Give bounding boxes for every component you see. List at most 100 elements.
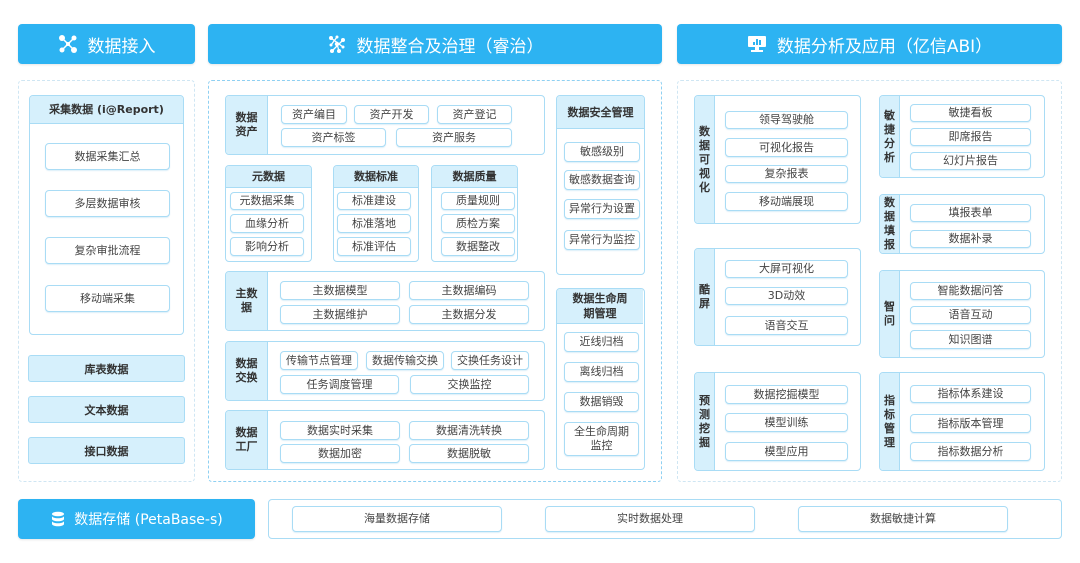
fill-report-group: 数据填报 填报表单数据补录 bbox=[879, 194, 1045, 254]
item-box: 影响分析 bbox=[230, 237, 304, 256]
item-box: 填报表单 bbox=[910, 204, 1031, 222]
group-label-text: 敏捷分析 bbox=[884, 108, 895, 164]
group-label: 数据工厂 bbox=[226, 411, 268, 469]
group-label-text: 酷屏 bbox=[699, 283, 710, 310]
group-label-text: 数据填报 bbox=[884, 196, 895, 251]
item-box: 数据挖掘模型 bbox=[725, 385, 848, 404]
storage-item: 实时数据处理 bbox=[545, 506, 755, 532]
item-box: 任务调度管理 bbox=[280, 375, 399, 394]
item-box: 主数据分发 bbox=[409, 305, 529, 324]
quality-group: 数据质量质量规则质检方案数据整改 bbox=[431, 165, 518, 262]
group-label: 数据填报 bbox=[880, 195, 900, 253]
header-title: 数据整合及治理（睿治） bbox=[356, 36, 544, 57]
ingest-source-1: 文本数据 bbox=[28, 396, 185, 423]
metric-group: 指标管理指标体系建设指标版本管理指标数据分析 bbox=[879, 372, 1045, 471]
master-data-group: 主数据 主数据模型主数据编码主数据维护主数据分发 bbox=[225, 271, 545, 331]
item-box: 数据实时采集 bbox=[280, 421, 400, 440]
item-box: 语音交互 bbox=[725, 316, 848, 335]
item-box: 即席报告 bbox=[910, 128, 1031, 146]
cool-screen-group: 酷屏大屏可视化 3D动效语音交互 bbox=[694, 248, 861, 346]
group-label-text: 数据可视化 bbox=[699, 124, 710, 194]
item-box: 传输节点管理 bbox=[280, 351, 358, 370]
group-label: 主数据 bbox=[226, 272, 268, 330]
item-box: 质检方案 bbox=[441, 214, 515, 233]
item-box: 异常行为监控 bbox=[564, 230, 640, 250]
group-label: 指标管理 bbox=[880, 373, 900, 470]
item-box: 模型训练 bbox=[725, 413, 848, 432]
group-title: 数据安全管理 bbox=[557, 96, 644, 129]
smart-ask-group: 智问智能数据问答语音互动知识图谱 bbox=[879, 270, 1045, 358]
item-box: 数据清洗转换 bbox=[409, 421, 529, 440]
network-icon bbox=[327, 34, 347, 54]
item-box: 标准评估 bbox=[337, 237, 411, 256]
monitor-chart-icon bbox=[747, 35, 767, 53]
item-box: 敏感数据查询 bbox=[564, 170, 640, 190]
item-box: 资产服务 bbox=[396, 128, 512, 147]
item-box: 敏感级别 bbox=[564, 142, 640, 162]
header-title: 数据分析及应用（亿信ABI） bbox=[776, 36, 993, 57]
item-box: 领导驾驶舱 bbox=[725, 111, 848, 129]
database-icon bbox=[50, 511, 66, 527]
header-title: 数据接入 bbox=[87, 36, 156, 57]
group-label: 数据可视化 bbox=[695, 96, 715, 223]
group-label-text: 数据资产 bbox=[235, 111, 258, 138]
item-box: 全生命周期监控 bbox=[564, 422, 639, 456]
governance-panel bbox=[208, 80, 662, 482]
storage-header: 数据存储 (PetaBase-s) bbox=[18, 499, 255, 539]
item-box: 交换监控 bbox=[410, 375, 529, 394]
item-box: 敏捷看板 bbox=[910, 104, 1031, 122]
group-label: 数据资产 bbox=[226, 96, 268, 154]
security-group: 数据安全管理敏感级别敏感数据查询异常行为设置异常行为监控 bbox=[556, 95, 645, 275]
header-data-analytics: 数据分析及应用（亿信ABI） bbox=[677, 24, 1062, 64]
item-box: 离线归档 bbox=[564, 362, 639, 382]
item-box: 指标版本管理 bbox=[910, 414, 1031, 433]
item-box: 复杂审批流程 bbox=[45, 237, 170, 264]
group-title: 元数据 bbox=[226, 166, 311, 188]
item-box: 指标体系建设 bbox=[910, 385, 1031, 403]
item-box: 标准建设 bbox=[337, 192, 411, 210]
analytics-panel bbox=[677, 80, 1062, 482]
item-box: 可视化报告 bbox=[725, 138, 848, 157]
item-box: 质量规则 bbox=[441, 192, 515, 210]
item-box: 大屏可视化 bbox=[725, 260, 848, 278]
item-box: 数据补录 bbox=[910, 230, 1031, 248]
group-label: 预测挖掘 bbox=[695, 373, 715, 470]
group-title: 采集数据 (i@Report) bbox=[30, 96, 183, 124]
item-box: 数据加密 bbox=[280, 444, 400, 463]
header-data-governance: 数据整合及治理（睿治） bbox=[208, 24, 662, 64]
storage-item: 数据敏捷计算 bbox=[798, 506, 1008, 532]
item-box: 语音互动 bbox=[910, 306, 1031, 324]
group-label-text: 主数据 bbox=[235, 287, 258, 314]
item-box: 主数据维护 bbox=[280, 305, 400, 324]
item-box: 模型应用 bbox=[725, 442, 848, 461]
group-label: 数据交换 bbox=[226, 342, 268, 400]
group-label-text: 指标管理 bbox=[884, 393, 895, 449]
group-label: 智问 bbox=[880, 271, 900, 357]
viz-group: 数据可视化 领导驾驶舱可视化报告复杂报表移动端展现 bbox=[694, 95, 861, 224]
ingest-source-2: 接口数据 bbox=[28, 437, 185, 464]
item-box: 主数据模型 bbox=[280, 281, 400, 300]
standard-group: 数据标准标准建设标准落地标准评估 bbox=[333, 165, 419, 262]
group-title: 数据标准 bbox=[334, 166, 418, 188]
ingest-panel bbox=[18, 80, 195, 482]
lifecycle-group: 数据生命周期管理近线归档离线归档数据销毁全生命周期监控 bbox=[556, 288, 645, 470]
collect-group: 采集数据 (i@Report)数据采集汇总多层数据审核复杂审批流程移动端采集 bbox=[29, 95, 184, 335]
item-box: 近线归档 bbox=[564, 332, 639, 352]
item-box: 移动端展现 bbox=[725, 192, 848, 211]
item-box: 元数据采集 bbox=[230, 192, 304, 210]
item-box: 知识图谱 bbox=[910, 330, 1031, 349]
group-label-text: 智问 bbox=[884, 300, 895, 327]
header-title: 数据存储 (PetaBase-s) bbox=[74, 512, 223, 528]
storage-item: 海量数据存储 bbox=[292, 506, 502, 532]
item-box: 资产开发 bbox=[354, 105, 429, 124]
item-box: 数据传输交换 bbox=[366, 351, 444, 370]
group-label-text: 数据工厂 bbox=[235, 426, 258, 453]
item-box: 数据销毁 bbox=[564, 392, 639, 412]
item-box: 3D动效 bbox=[725, 287, 848, 305]
group-label-text: 预测挖掘 bbox=[699, 393, 710, 449]
agile-group: 敏捷分析敏捷看板即席报告幻灯片报告 bbox=[879, 95, 1045, 178]
group-title: 数据质量 bbox=[432, 166, 517, 188]
item-box: 移动端采集 bbox=[45, 285, 170, 312]
item-box: 主数据编码 bbox=[409, 281, 529, 300]
item-box: 复杂报表 bbox=[725, 165, 848, 183]
